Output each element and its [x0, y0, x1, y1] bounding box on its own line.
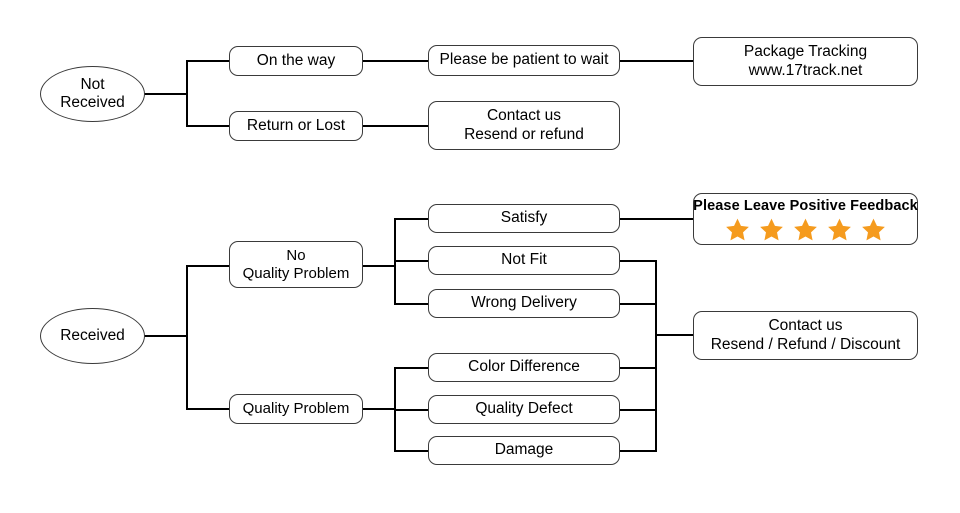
- star-rating[interactable]: [725, 218, 886, 242]
- connector-received-stem: [144, 335, 188, 337]
- node-label: Wrong Delivery: [471, 294, 577, 312]
- node-label: Contact us Resend / Refund / Discount: [710, 317, 901, 353]
- node-label: Package Tracking www.17track.net: [743, 43, 868, 79]
- star-icon[interactable]: [759, 218, 784, 242]
- node-label: Not Fit: [501, 251, 547, 269]
- node-label: Quality Problem: [242, 400, 350, 418]
- connector-qp-qualitydefect: [394, 409, 430, 411]
- node-color-difference[interactable]: Color Difference: [428, 353, 620, 382]
- connector-notreceived-stem: [144, 93, 188, 95]
- node-label: Color Difference: [468, 358, 580, 376]
- node-label: No Quality Problem: [242, 246, 350, 282]
- star-icon[interactable]: [827, 218, 852, 242]
- node-package-tracking[interactable]: Package Tracking www.17track.net: [693, 37, 918, 86]
- connector-qp-damage: [394, 450, 430, 452]
- node-contact-resend-refund-discount[interactable]: Contact us Resend / Refund / Discount: [693, 311, 918, 360]
- node-not-fit[interactable]: Not Fit: [428, 246, 620, 275]
- feedback-label: Please Leave Positive Feedback: [693, 197, 918, 214]
- node-positive-feedback[interactable]: Please Leave Positive Feedback: [693, 193, 918, 245]
- node-label: Return or Lost: [246, 116, 346, 134]
- node-label: Received: [60, 326, 125, 344]
- connector-bus-quality-problem: [186, 408, 230, 410]
- connector-nqp-wrongdelivery: [394, 303, 430, 305]
- node-wrong-delivery[interactable]: Wrong Delivery: [428, 289, 620, 318]
- connector-satisfy-feedback: [619, 218, 695, 220]
- connector-qp-stem: [362, 408, 396, 410]
- node-label: Please be patient to wait: [439, 51, 609, 69]
- connector-received-bus: [186, 265, 188, 410]
- connector-wrongdelivery-outcomebus: [619, 303, 657, 305]
- connector-colordifference-outcomebus: [619, 367, 657, 369]
- connector-outcome-bus: [655, 260, 657, 452]
- node-label: Contact us Resend or refund: [464, 107, 584, 143]
- node-quality-defect[interactable]: Quality Defect: [428, 395, 620, 424]
- connector-ontheway-patient: [362, 60, 430, 62]
- node-not-received[interactable]: Not Received: [40, 66, 145, 122]
- connector-patient-tracking: [619, 60, 695, 62]
- connector-nqp-satisfy: [394, 218, 430, 220]
- node-please-be-patient[interactable]: Please be patient to wait: [428, 45, 620, 76]
- node-on-the-way[interactable]: On the way: [229, 46, 363, 76]
- star-icon[interactable]: [725, 218, 750, 242]
- node-satisfy[interactable]: Satisfy: [428, 204, 620, 233]
- connector-nqp-stem: [362, 265, 396, 267]
- connector-bus-ontheway: [186, 60, 230, 62]
- connector-notfit-outcomebus: [619, 260, 657, 262]
- node-contact-resend-refund[interactable]: Contact us Resend or refund: [428, 101, 620, 150]
- node-received[interactable]: Received: [40, 308, 145, 364]
- node-quality-problem[interactable]: Quality Problem: [229, 394, 363, 424]
- node-return-or-lost[interactable]: Return or Lost: [229, 111, 363, 141]
- node-label: Satisfy: [500, 209, 548, 227]
- star-icon[interactable]: [861, 218, 886, 242]
- star-icon[interactable]: [793, 218, 818, 242]
- connector-bus-no-quality-problem: [186, 265, 230, 267]
- node-label: Quality Defect: [475, 400, 573, 418]
- node-no-quality-problem[interactable]: No Quality Problem: [229, 241, 363, 288]
- connector-returnorlost-contact: [362, 125, 430, 127]
- connector-outcomebus-contact: [655, 334, 695, 336]
- node-damage[interactable]: Damage: [428, 436, 620, 465]
- connector-nqp-notfit: [394, 260, 430, 262]
- connector-qp-colordifference: [394, 367, 430, 369]
- connector-notreceived-bus: [186, 60, 188, 127]
- connector-qualitydefect-outcomebus: [619, 409, 657, 411]
- node-label: Damage: [494, 441, 554, 459]
- node-label: On the way: [256, 51, 336, 69]
- connector-bus-returnorlost: [186, 125, 230, 127]
- node-label: Not Received: [60, 75, 125, 111]
- connector-damage-outcomebus: [619, 450, 657, 452]
